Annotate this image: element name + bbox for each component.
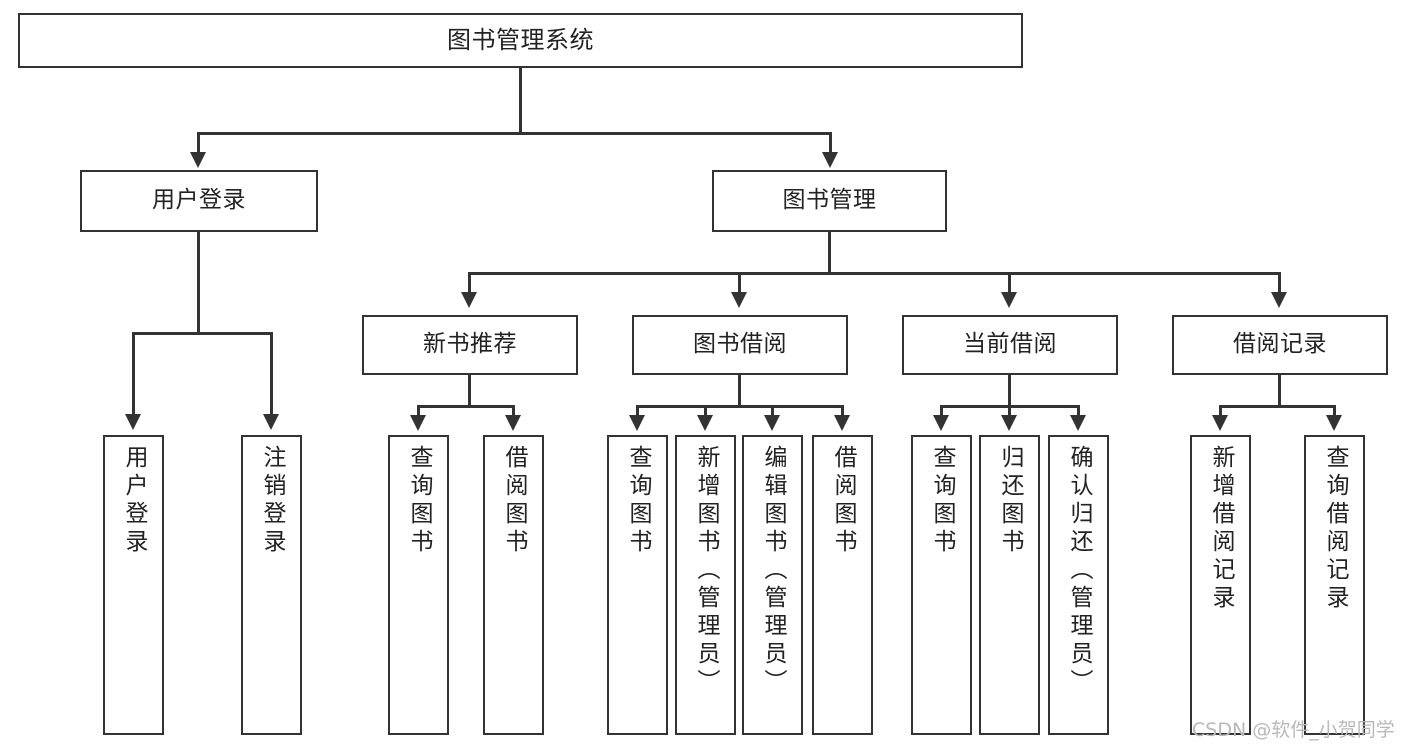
arrowhead-book-mgmt-l3-3 <box>1271 292 1287 308</box>
leaf-book-borrow-3[interactable]: 借阅图书 <box>812 435 873 735</box>
connector-new-book-bus <box>417 405 515 408</box>
connector-book-mgmt-to-l3-0 <box>468 272 471 294</box>
node-label: 借阅记录 <box>1233 331 1327 358</box>
leaf-label: 用户登录 <box>121 445 147 557</box>
connector-current-borrow-to-leaf-0 <box>940 405 943 417</box>
arrowhead-book-borrow-leaf-2 <box>764 415 780 431</box>
leaf-borrow-record-0[interactable]: 新增借阅记录 <box>1190 435 1251 735</box>
leaf-label: 查询图书 <box>929 445 955 557</box>
node-book-borrow[interactable]: 图书借阅 <box>632 315 848 375</box>
leaf-current-borrow-2[interactable]: 确认归还（管理员） <box>1048 435 1109 735</box>
arrowhead-user-login-leaf-1 <box>263 414 279 430</box>
connector-new-book-to-leaf-0 <box>417 405 420 417</box>
node-new-book-recommend[interactable]: 新书推荐 <box>362 315 578 375</box>
arrowhead-root-to-book-mgmt <box>822 152 838 168</box>
arrowhead-borrow-record-leaf-1 <box>1326 415 1342 431</box>
leaf-label: 新增借阅记录 <box>1208 445 1234 613</box>
arrowhead-new-book-leaf-1 <box>505 415 521 431</box>
leaf-label: 新增图书（管理员） <box>693 445 719 697</box>
connector-book-mgmt-bus <box>468 272 1280 275</box>
connector-root-bus <box>197 132 832 135</box>
leaf-label: 归还图书 <box>997 445 1023 557</box>
connector-book-mgmt-to-l3-2 <box>1008 272 1011 294</box>
leaf-current-borrow-1[interactable]: 归还图书 <box>979 435 1040 735</box>
arrowhead-book-mgmt-l3-1 <box>731 292 747 308</box>
connector-book-borrow-to-leaf-2 <box>771 405 774 417</box>
leaf-book-borrow-2[interactable]: 编辑图书（管理员） <box>742 435 803 735</box>
node-current-borrow[interactable]: 当前借阅 <box>902 315 1118 375</box>
connector-book-borrow-to-leaf-3 <box>841 405 844 417</box>
arrowhead-book-borrow-leaf-3 <box>834 415 850 431</box>
arrowhead-book-borrow-leaf-0 <box>629 415 645 431</box>
leaf-book-borrow-1[interactable]: 新增图书（管理员） <box>675 435 736 735</box>
connector-borrow-record-to-leaf-1 <box>1333 405 1336 417</box>
connector-borrow-record-bus <box>1219 405 1336 408</box>
leaf-label: 确认归还（管理员） <box>1066 445 1092 697</box>
leaf-label: 查询图书 <box>625 445 651 557</box>
leaf-borrow-record-1[interactable]: 查询借阅记录 <box>1304 435 1365 735</box>
arrowhead-user-login-leaf-0 <box>125 414 141 430</box>
connector-current-borrow-to-leaf-1 <box>1008 405 1011 417</box>
arrowhead-book-borrow-leaf-1 <box>697 415 713 431</box>
leaf-book-borrow-0[interactable]: 查询图书 <box>607 435 668 735</box>
node-label: 新书推荐 <box>423 331 517 358</box>
connector-book-mgmt-to-l3-1 <box>738 272 741 294</box>
node-label: 图书管理系统 <box>447 26 594 55</box>
arrowhead-borrow-record-leaf-0 <box>1212 415 1228 431</box>
connector-borrow-record-stem <box>1278 375 1281 407</box>
node-label: 当前借阅 <box>963 331 1057 358</box>
node-book-management[interactable]: 图书管理 <box>712 170 947 232</box>
arrowhead-book-mgmt-l3-0 <box>461 292 477 308</box>
connector-book-mgmt-to-l3-3 <box>1278 272 1281 294</box>
node-label: 图书管理 <box>782 187 877 214</box>
connector-user-login-stem <box>197 232 200 334</box>
leaf-label: 编辑图书（管理员） <box>760 445 786 697</box>
arrowhead-current-borrow-leaf-2 <box>1070 415 1086 431</box>
leaf-new-book-recommend-1[interactable]: 借阅图书 <box>483 435 544 735</box>
node-label: 用户登录 <box>152 187 246 214</box>
connector-book-borrow-stem <box>738 375 741 407</box>
node-borrow-record[interactable]: 借阅记录 <box>1172 315 1388 375</box>
connector-user-login-to-leaf-1 <box>270 332 273 416</box>
arrowhead-root-to-user-login <box>190 152 206 168</box>
connector-book-borrow-to-leaf-0 <box>636 405 639 417</box>
connector-book-borrow-bus <box>636 405 844 408</box>
connector-borrow-record-to-leaf-0 <box>1219 405 1222 417</box>
connector-book-mgmt-stem <box>828 232 831 274</box>
node-root-system[interactable]: 图书管理系统 <box>18 13 1023 68</box>
connector-new-book-to-leaf-1 <box>512 405 515 417</box>
connector-user-login-bus <box>132 332 273 335</box>
arrowhead-book-mgmt-l3-2 <box>1001 292 1017 308</box>
leaf-user-login-0[interactable]: 用户登录 <box>103 435 164 735</box>
leaf-label: 借阅图书 <box>830 445 856 557</box>
leaf-label: 借阅图书 <box>501 445 527 557</box>
connector-new-book-stem <box>468 375 471 407</box>
arrowhead-new-book-leaf-0 <box>410 415 426 431</box>
connector-current-borrow-to-leaf-2 <box>1077 405 1080 417</box>
connector-user-login-to-leaf-0 <box>132 332 135 416</box>
arrowhead-current-borrow-leaf-1 <box>1001 415 1017 431</box>
node-user-login[interactable]: 用户登录 <box>80 170 318 232</box>
connector-book-borrow-to-leaf-1 <box>704 405 707 417</box>
leaf-label: 查询图书 <box>406 445 432 557</box>
connector-root-to-book-mgmt <box>829 132 832 154</box>
leaf-label: 查询借阅记录 <box>1322 445 1348 613</box>
node-label: 图书借阅 <box>693 331 787 358</box>
leaf-new-book-recommend-0[interactable]: 查询图书 <box>388 435 449 735</box>
connector-root-to-user-login <box>197 132 200 154</box>
connector-current-borrow-stem <box>1008 375 1011 407</box>
connector-root-stem <box>519 68 522 134</box>
leaf-user-login-1[interactable]: 注销登录 <box>241 435 302 735</box>
leaf-label: 注销登录 <box>259 445 285 557</box>
arrowhead-current-borrow-leaf-0 <box>933 415 949 431</box>
leaf-current-borrow-0[interactable]: 查询图书 <box>911 435 972 735</box>
